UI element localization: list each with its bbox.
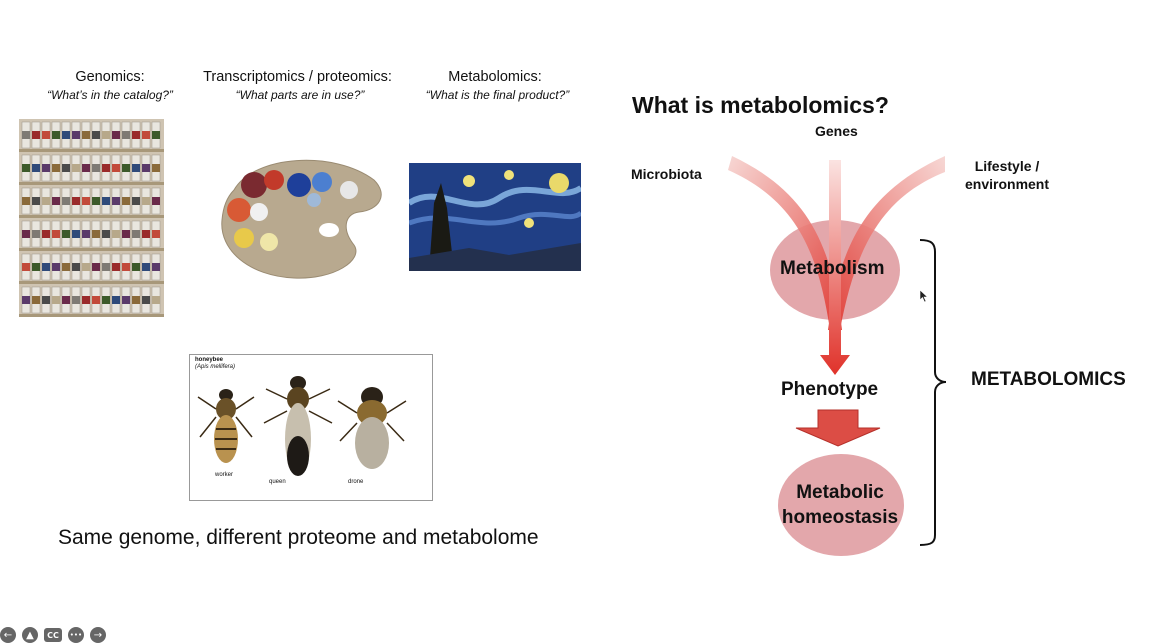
transcriptomics-subtitle: “What parts are in use?”: [235, 88, 365, 102]
homeostasis-line2: homeostasis: [781, 507, 899, 528]
metabolomics-bracket-label: METABOLOMICS: [971, 369, 1126, 390]
phenotype-label: Phenotype: [781, 379, 879, 400]
bee-label-worker: worker: [215, 472, 234, 478]
genomics-subtitle: “What’s in the catalog?”: [47, 88, 173, 102]
transcriptomics-title: Transcriptomics / proteomics:: [203, 69, 392, 85]
homeostasis-label: Metabolic homeostasis: [765, 480, 915, 530]
bee-label-queen: queen: [269, 479, 286, 485]
lifestyle-label: Lifestyle / environment: [965, 157, 1049, 193]
caption: Same genome, different proteome and meta…: [58, 526, 539, 549]
honeybee-title: honeybee: [195, 357, 224, 363]
palette-image: [214, 150, 384, 285]
pointer-icon[interactable]: ▲: [22, 627, 38, 643]
lifestyle-line1: Lifestyle /: [974, 158, 1040, 174]
page-title: What is metabolomics?: [632, 92, 889, 118]
phenotype-arrow: [795, 409, 881, 447]
closed-caption-icon[interactable]: CC: [44, 628, 62, 642]
lifestyle-line2: environment: [965, 176, 1050, 192]
metabolism-label: Metabolism: [780, 258, 885, 279]
mouse-cursor-icon: [919, 289, 929, 303]
metabolomics-diagram: [728, 156, 947, 556]
microbiota-label: Microbiota: [631, 166, 702, 182]
metabolomics-title: Metabolomics:: [448, 69, 542, 85]
genomics-title: Genomics:: [75, 69, 145, 85]
bee-illustrations: [197, 376, 407, 476]
honeybee-figure: honeybee (Apis mellifera) worker queen d…: [189, 354, 433, 501]
back-arrow-icon[interactable]: ←: [0, 627, 16, 643]
metabolomics-subtitle: “What is the final product?”: [425, 88, 570, 102]
more-icon[interactable]: •••: [68, 627, 84, 643]
honeybee-species: (Apis mellifera): [195, 364, 236, 370]
bee-label-drone: drone: [348, 479, 364, 485]
homeostasis-ellipse: [778, 454, 904, 556]
queen-bee: [263, 376, 333, 476]
bracket: [919, 239, 947, 546]
paint-tubes-image: [19, 119, 164, 317]
forward-arrow-icon[interactable]: →: [90, 627, 106, 643]
genes-arrow: [820, 160, 850, 375]
worker-bee: [197, 389, 255, 463]
genes-label: Genes: [815, 123, 858, 139]
presentation-toolbar: ← ▲ CC ••• →: [0, 626, 106, 644]
paint-tubes-grid: [19, 119, 164, 317]
starry-night-image: [409, 163, 581, 271]
drone-bee: [337, 387, 407, 469]
homeostasis-line1: Metabolic: [796, 482, 884, 503]
